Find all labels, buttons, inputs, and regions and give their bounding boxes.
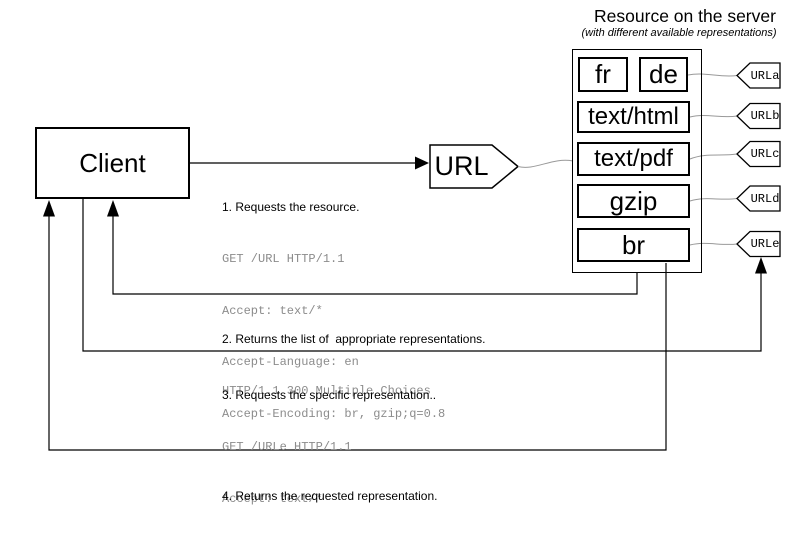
flow-step-1: 1. Requests the resource. GET /URL HTTP/… bbox=[222, 164, 445, 458]
representation-label: gzip bbox=[609, 185, 658, 216]
connector-br-to-urle bbox=[689, 242, 738, 246]
url-tag-shape-c bbox=[736, 140, 781, 168]
client-node: Client bbox=[35, 127, 190, 199]
flow-step-1-heading: 1. Requests the resource. bbox=[222, 200, 360, 214]
http-message-line: GET /URL HTTP/1.1 bbox=[222, 252, 345, 266]
representation-box-gzip: gzip bbox=[577, 184, 690, 218]
connector-texthtml-to-urlb bbox=[689, 115, 738, 118]
url-tag-label-c: URLc bbox=[750, 147, 780, 161]
arrow-3-request-line bbox=[82, 199, 762, 352]
server-box bbox=[572, 49, 702, 273]
connector-gzip-to-urld bbox=[689, 198, 738, 202]
url-tag-label-e: URLe bbox=[750, 237, 780, 251]
flow-step-4: 4. Returns the requested representation.… bbox=[222, 453, 437, 542]
url-tag-label-b: URLb bbox=[750, 109, 780, 123]
url-tag-label-a: URLa bbox=[750, 69, 780, 83]
url-node-label: URL bbox=[434, 151, 489, 181]
representation-label: fr bbox=[595, 59, 611, 89]
http-message-line: Accept: text/* bbox=[222, 303, 323, 318]
flow-step-3: 3. Requests the specific representation.… bbox=[222, 352, 445, 542]
connector-de-to-urla bbox=[687, 73, 738, 77]
flow-step-4-heading: 4. Returns the requested representation. bbox=[222, 489, 438, 503]
server-subtitle: (with different available representation… bbox=[581, 27, 777, 39]
connector-url-to-server bbox=[517, 159, 574, 168]
url-tag-shape-a bbox=[736, 62, 781, 89]
flow-step-2-heading: 2. Returns the list of appropriate repre… bbox=[222, 332, 486, 346]
representation-label: br bbox=[621, 229, 646, 260]
arrow-3-head-icon bbox=[755, 257, 767, 274]
arrow-4-response-line bbox=[48, 216, 667, 451]
representation-box-fr: fr bbox=[578, 57, 628, 92]
http-message-line: GET /URLe HTTP/1.1 bbox=[222, 440, 352, 454]
flow-step-3-heading: 3. Requests the specific representation.… bbox=[222, 388, 437, 402]
url-tag-label-d: URLd bbox=[750, 192, 780, 206]
representation-box-br: br bbox=[577, 228, 690, 262]
server-title: Resource on the server bbox=[594, 6, 776, 26]
representation-label: text/pdf bbox=[594, 145, 673, 172]
connector-textpdf-to-urlc bbox=[689, 153, 738, 160]
url-tag-shape-b bbox=[736, 102, 781, 130]
url-node: URL bbox=[430, 145, 493, 188]
client-node-label: Client bbox=[79, 147, 146, 178]
representation-box-textpdf: text/pdf bbox=[577, 142, 690, 176]
representation-box-de: de bbox=[639, 57, 688, 92]
representation-label: de bbox=[649, 59, 678, 89]
url-node-shape bbox=[429, 144, 520, 189]
arrow-2-response-line bbox=[112, 216, 638, 295]
http-message-line: Accept-Language: en bbox=[222, 355, 359, 369]
arrow-2-head-icon bbox=[107, 200, 119, 217]
http-message-line: HTTP/1.1 300 Multiple Choices bbox=[222, 384, 431, 398]
url-tag-shape-d bbox=[736, 185, 781, 212]
url-tag-shape-e bbox=[736, 230, 781, 258]
arrow-1-head-icon bbox=[415, 156, 429, 170]
http-message-line: Accept: text/* bbox=[222, 491, 323, 506]
representation-label: text/html bbox=[588, 103, 679, 130]
http-message-line: Accept-Encoding: br, gzip;q=0.8 bbox=[222, 406, 446, 421]
arrow-4-head-icon bbox=[43, 200, 55, 217]
flow-step-2: 2. Returns the list of appropriate repre… bbox=[222, 296, 485, 436]
representation-box-texthtml: text/html bbox=[577, 101, 690, 133]
